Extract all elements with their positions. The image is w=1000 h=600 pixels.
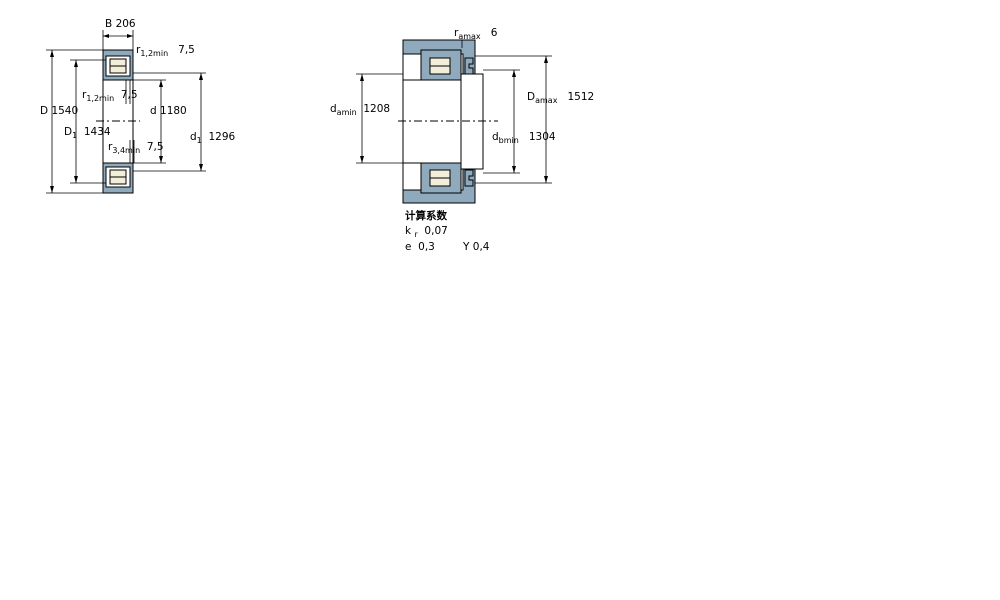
label-damin: damin 1208 xyxy=(330,103,391,117)
label-dbmin: dbmin 1304 xyxy=(492,131,556,145)
label-d: d 1180 xyxy=(150,105,187,117)
label-d1: d1 1296 xyxy=(190,131,236,145)
top-section xyxy=(102,49,134,81)
right-mounting-section xyxy=(398,39,498,204)
label-r12-top: r1,2min 7,5 xyxy=(136,44,195,58)
calc-kr: k r 0,07 xyxy=(405,225,448,239)
left-bearing-section xyxy=(96,49,140,194)
label-B: B 206 xyxy=(105,18,136,30)
label-ramax: ramax 6 xyxy=(454,27,498,41)
left-arrowheads xyxy=(50,34,203,193)
bottom-section xyxy=(102,162,134,194)
calc-e: e 0,3 xyxy=(405,241,435,253)
calc-heading: 计算系数 xyxy=(405,210,447,222)
label-D: D 1540 xyxy=(40,105,79,117)
right-dimension-lines xyxy=(356,40,552,184)
label-r34: r3,4min 7,5 xyxy=(108,141,164,155)
calc-Y: Y 0,4 xyxy=(463,241,490,253)
right-arrowheads xyxy=(360,56,548,183)
label-D1: D1 1434 xyxy=(64,126,111,140)
label-r12-mid: r1,2min 7,5 xyxy=(82,89,138,103)
label-Damax: Damax 1512 xyxy=(527,91,595,105)
